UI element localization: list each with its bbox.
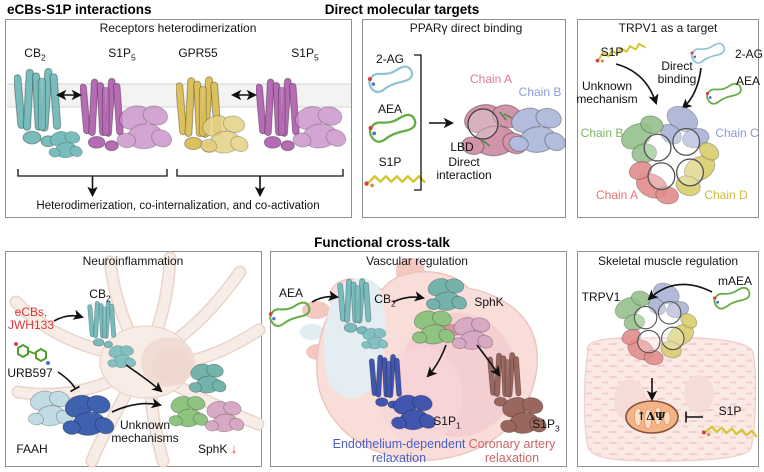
label-s1p: S1P [378,155,402,169]
label-s1p5-1: S1P5 [108,46,136,63]
label-chain-b: Chain B [518,85,562,99]
panel-vascular-regulation [270,251,567,467]
label-chain-b-trpv1: Chain B [580,126,624,140]
section-functional-cross-talk: Functional cross-talk [314,235,450,250]
label-urb597: URB597 [7,366,53,380]
label-2ag-trpv1: 2-AG [734,47,764,61]
panel-pparg-direct-binding [362,19,566,218]
label-chain-a-trpv1: Chain A [595,188,639,202]
label-chain-c-trpv1: Chain C [715,126,759,140]
panel3-title: TRPV1 as a target [618,21,718,35]
label-coronary-relaxation: Coronary artery relaxation [468,437,556,465]
panel1-title: Receptors heterodimerization [99,21,257,35]
panel2-title: PPARγ direct binding [409,21,523,35]
down-arrow-icon: ↓ [230,441,238,456]
panel4-title: Neuroinflammation [82,254,184,268]
label-chain-d-trpv1: Chain D [704,188,748,202]
label-cb2: CB2 [24,46,46,63]
label-s1p-trpv1: S1P [600,45,624,59]
label-direct-binding: Direct binding [657,59,697,87]
label-sphk-vascular: SphK [474,295,504,309]
panel1-caption: Heterodimerization, co-internalization, … [36,200,320,212]
label-trpv1: TRPV1 [581,290,621,304]
label-unknown-mechanism: Unknown mechanism [576,79,638,107]
label-ecbs-jwh133: eCBs, JWH133 [7,305,54,333]
label-gpr55: GPR55 [178,46,218,60]
label-s1p3: S1P3 [532,417,560,434]
panel6-title: Skeletal muscle regulation [597,254,739,268]
label-s1p5-2: S1P5 [291,46,319,63]
label-2ag: 2-AG [375,52,405,66]
label-direct-interaction: Direct interaction [436,155,492,183]
panel5-title: Vascular regulation [366,254,468,268]
label-cb2-neuro: CB2 [89,287,111,304]
label-aea: AEA [377,102,403,116]
figure-title: eCBs-S1P interactions [7,2,152,17]
label-aea-trpv1: AEA [735,74,761,88]
label-aea-vascular: AEA [278,286,304,300]
label-s1p1: S1P1 [433,414,461,431]
label-unknown-mechanisms: Unknown mechanisms [111,418,179,446]
label-faah: FAAH [16,442,48,456]
label-endothelium-relaxation: Endothelium-dependent relaxation [332,437,466,465]
label-cb2-vascular: CB2 [374,292,396,309]
label-sphk-down: SphK ↓ [198,441,238,456]
label-s1p-muscle: S1P [718,404,742,418]
label-delta-psi: ↑ΔΨ [636,409,666,423]
label-lbd: LBD [450,140,474,154]
label-maea: mAEA [717,274,753,288]
label-chain-a: Chain A [469,72,513,86]
section-direct-molecular-targets: Direct molecular targets [324,2,480,17]
